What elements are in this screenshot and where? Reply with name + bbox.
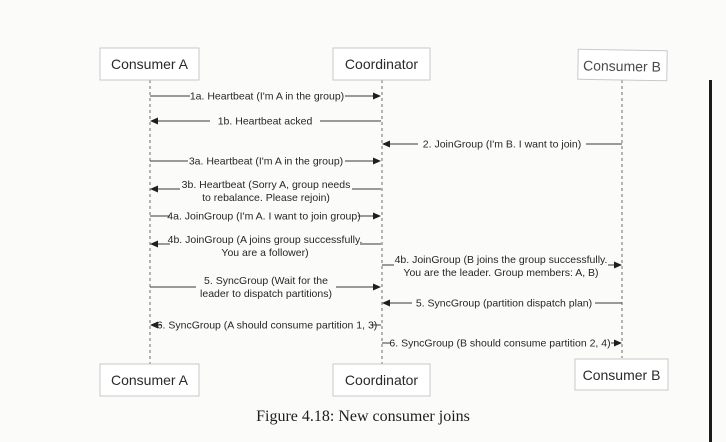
participant-box-consumer-b-top: Consumer B — [577, 48, 668, 82]
message-label: You are a follower) — [221, 247, 308, 259]
message-label: 5. SyncGroup (Wait for the — [204, 275, 328, 287]
participant-label: Consumer B — [583, 367, 661, 383]
message-label: 3b. Heartbeat (Sorry A, group needs — [182, 179, 351, 191]
participant-box-consumer-b-bottom: Consumer B — [574, 358, 669, 391]
figure-caption: Figure 4.18: New consumer joins — [256, 408, 470, 425]
message-label: 5. SyncGroup (partition dispatch plan) — [416, 298, 592, 310]
sequence-diagram: Consumer A Coordinator Consumer B Consum… — [99, 47, 669, 397]
participant-label: Consumer A — [111, 56, 189, 72]
participant-label: Coordinator — [345, 56, 418, 72]
message-1b: 1b. Heartbeat acked — [150, 116, 381, 128]
participant-label: Consumer B — [583, 57, 661, 74]
message-1a: 1a. Heartbeat (I'm A in the group) — [150, 91, 381, 103]
message-label: 2. JoinGroup (I'm B. I want to join) — [423, 139, 581, 151]
message-label: 1a. Heartbeat (I'm A in the group) — [190, 91, 344, 103]
participant-box-coordinator-bottom: Coordinator — [332, 363, 431, 397]
message-4b-b: 4b. JoinGroup (B joins the group success… — [382, 254, 622, 279]
participant-label: Consumer A — [111, 372, 189, 388]
page-edge-shadow — [709, 80, 712, 442]
message-3a: 3a. Heartbeat (I'm A in the group) — [150, 156, 381, 168]
message-3b: 3b. Heartbeat (Sorry A, group needs to r… — [150, 179, 381, 204]
message-2: 2. JoinGroup (I'm B. I want to join) — [382, 139, 622, 151]
message-label: leader to dispatch partitions) — [200, 288, 332, 300]
message-label: 4b. JoinGroup (A joins group successfull… — [168, 234, 363, 246]
message-label: 6. SyncGroup (A should consume partition… — [157, 320, 378, 332]
message-label: to rebalance. Please rejoin) — [202, 192, 330, 204]
message-5-b: 5. SyncGroup (partition dispatch plan) — [382, 298, 622, 310]
message-6-b: 6. SyncGroup (B should consume partition… — [382, 338, 622, 350]
message-4b-a: 4b. JoinGroup (A joins group successfull… — [150, 234, 381, 259]
message-label: 3a. Heartbeat (I'm A in the group) — [189, 156, 343, 168]
message-6-a: 6. SyncGroup (A should consume partition… — [150, 320, 381, 332]
message-label: 6. SyncGroup (B should consume partition… — [389, 338, 610, 350]
participant-box-consumer-a-top: Consumer A — [99, 47, 200, 81]
message-label: 1b. Heartbeat acked — [218, 116, 313, 128]
message-label: 4b. JoinGroup (B joins the group success… — [395, 254, 608, 266]
message-label: 4a. JoinGroup (I'm A. I want to join gro… — [167, 211, 360, 223]
message-4a: 4a. JoinGroup (I'm A. I want to join gro… — [150, 211, 381, 223]
participant-box-consumer-a-bottom: Consumer A — [99, 363, 200, 397]
message-5-a: 5. SyncGroup (Wait for the leader to dis… — [150, 275, 381, 300]
message-label: You are the leader. Group members: A, B) — [403, 267, 598, 279]
participant-label: Coordinator — [345, 372, 418, 388]
participant-box-coordinator-top: Coordinator — [332, 47, 431, 81]
